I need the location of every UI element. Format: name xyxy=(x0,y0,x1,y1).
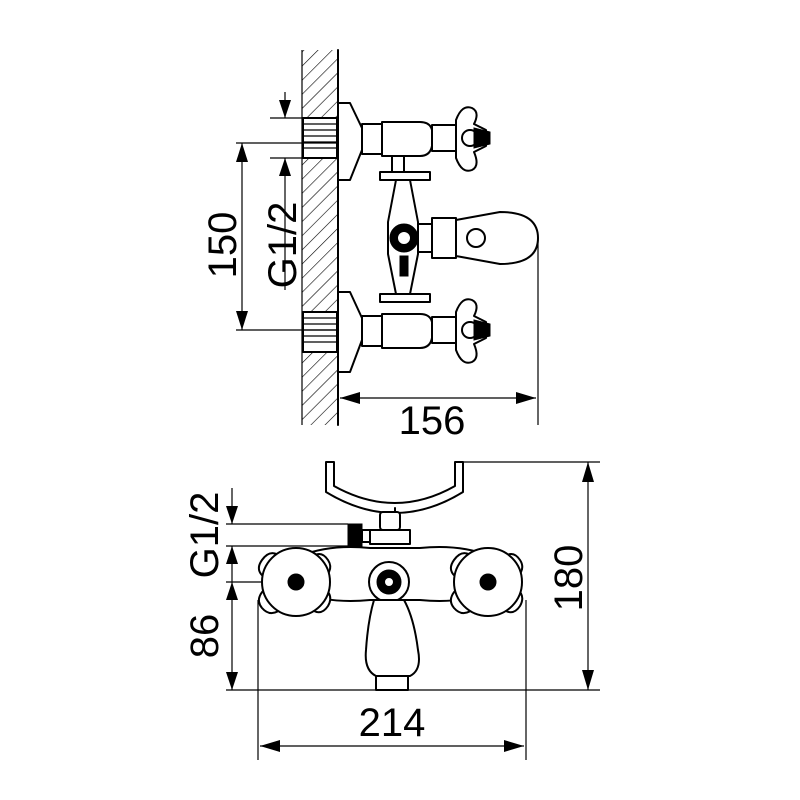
left-cross-handle xyxy=(258,547,332,617)
dimension-thread-front: G1/2 xyxy=(183,488,238,582)
top-view: 150 G1/2 156 xyxy=(201,49,539,443)
dimension-label-thread-top: G1/2 xyxy=(261,202,305,289)
mixer-body-top xyxy=(379,155,431,303)
dimension-86: 86 xyxy=(183,582,238,690)
spout-top xyxy=(417,211,539,265)
right-cross-handle xyxy=(450,547,524,617)
dimension-214: 214 xyxy=(260,701,524,752)
spout-front xyxy=(364,599,420,691)
shower-holder xyxy=(325,461,464,519)
dimension-180: 180 xyxy=(547,462,594,690)
dimension-label-150: 150 xyxy=(201,212,245,279)
dimension-156: 156 xyxy=(340,392,536,443)
upper-inlet-thread xyxy=(302,117,338,159)
dimension-thread-top: G1/2 xyxy=(261,92,305,290)
wall-hatching xyxy=(301,49,339,426)
lower-inlet-thread xyxy=(302,311,338,353)
lower-valve-assembly xyxy=(337,291,491,373)
dimension-label-thread-front: G1/2 xyxy=(183,492,227,579)
upper-valve-assembly xyxy=(337,102,491,181)
dimension-label-156: 156 xyxy=(399,399,466,443)
dimension-label-214: 214 xyxy=(359,701,426,745)
front-view: G1/2 86 180 214 xyxy=(183,461,600,760)
diverter-knob xyxy=(347,511,411,547)
dimension-label-86: 86 xyxy=(183,614,227,659)
dimension-label-180: 180 xyxy=(547,545,591,612)
dimension-150: 150 xyxy=(201,143,248,330)
